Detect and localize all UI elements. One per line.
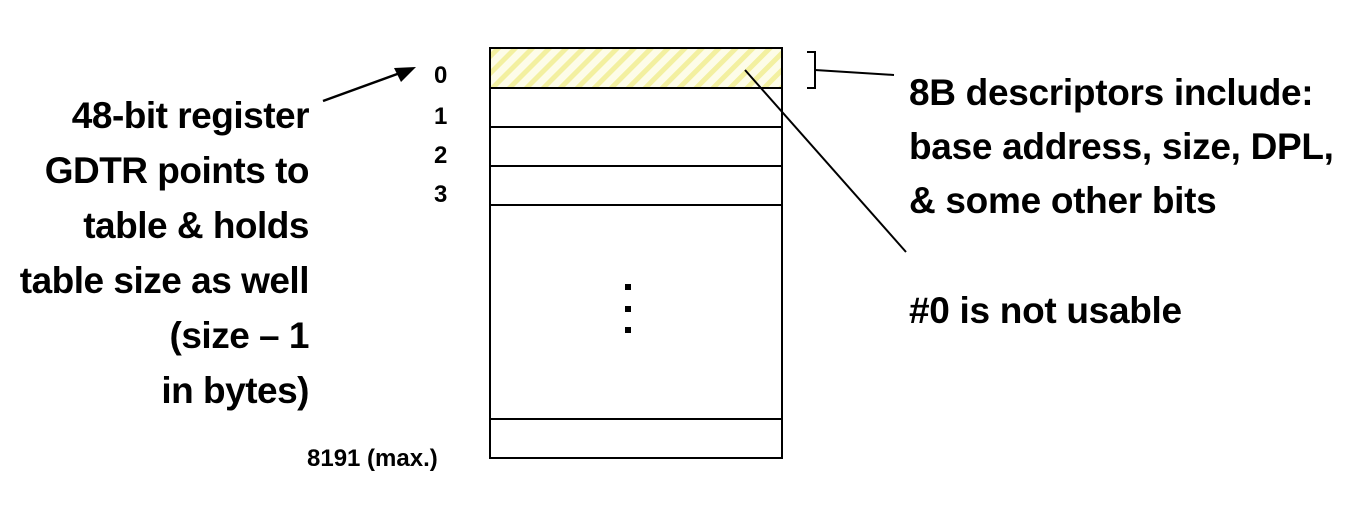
ellipsis-dots	[625, 284, 631, 333]
descriptor-description-line: base address, size, DPL,	[909, 126, 1334, 167]
descriptor-description-line: & some other bits	[909, 180, 1217, 221]
unusable-callout-line	[744, 69, 907, 253]
gdtr-description: 48-bit register GDTR points to table & h…	[0, 88, 310, 418]
gdtr-description-line: table & holds	[83, 205, 309, 246]
descriptor-table	[489, 47, 783, 459]
index-label-0: 0	[434, 62, 448, 89]
gdtr-description-line: (size – 1	[169, 315, 310, 356]
gdtr-description-line: table size as well	[19, 260, 310, 301]
bracket-callout-line	[814, 69, 895, 76]
index-label-3: 3	[434, 181, 448, 208]
gdtr-description-line: in bytes)	[161, 370, 309, 411]
descriptor-description-line: 8B descriptors include:	[909, 72, 1314, 113]
entry-bracket	[807, 51, 816, 89]
index-label-max: 8191 (max.)	[307, 445, 438, 472]
gdtr-description-line: 48-bit register	[71, 95, 310, 136]
gdtr-pointer-arrow	[322, 71, 401, 103]
descriptor-description: 8B descriptors include: base address, si…	[909, 66, 1334, 228]
arrow-head-icon	[394, 67, 416, 82]
index-label-2: 2	[434, 142, 448, 169]
gdtr-description-line: GDTR points to	[44, 150, 310, 191]
index-label-1: 1	[434, 103, 448, 130]
unusable-entry-note: #0 is not usable	[909, 290, 1182, 331]
descriptor-entry-0	[489, 47, 783, 89]
